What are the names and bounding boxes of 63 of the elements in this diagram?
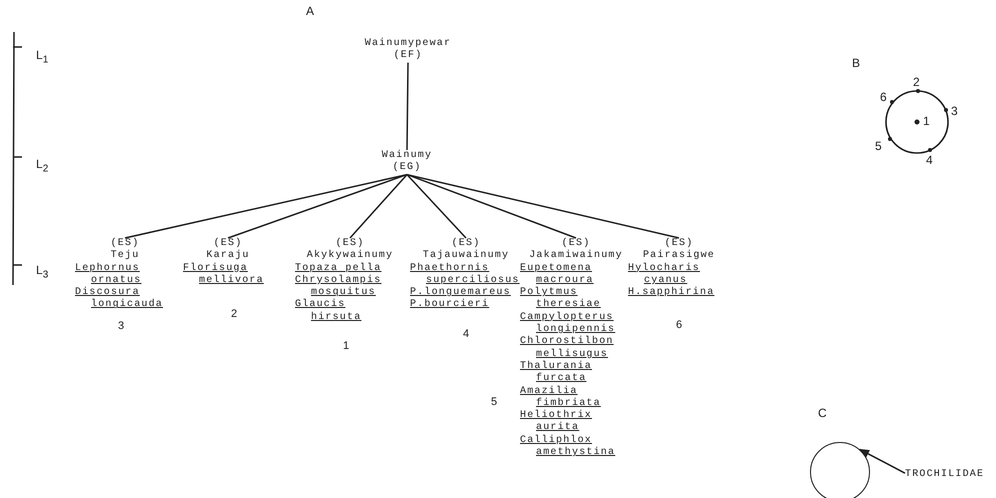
connector-line	[228, 174, 408, 239]
species-name: Polytmus theresiae	[520, 287, 601, 312]
species-name: Chrysolampis mosquitus	[295, 274, 382, 298]
taxon-name: TROCHILIDAE	[905, 469, 986, 482]
arrow	[858, 448, 906, 474]
species-name: Eupetomena macroura	[520, 262, 594, 286]
point-number: 1	[923, 114, 930, 128]
rank-label: (ES)	[334, 238, 366, 250]
taxon-name: Karaju	[205, 250, 251, 262]
panel-letter: A	[306, 4, 314, 18]
taxon-name: Teju	[110, 250, 140, 262]
connector-line	[124, 174, 408, 239]
rank-label: (ES)	[664, 238, 694, 250]
group-number: 3	[118, 320, 124, 332]
taxon-name: Akykywainumy	[306, 250, 394, 262]
taxon-name: Tajauwainumy	[422, 250, 510, 262]
species-name: Glaucis hirsuta	[295, 299, 362, 324]
taxon-name: Pairasigwe	[642, 250, 716, 262]
point-number: 3	[951, 104, 958, 118]
species-name: Campylopterus longipennis	[520, 312, 616, 336]
circle-shape	[810, 442, 870, 498]
taxon-name: Wainumy	[380, 150, 434, 162]
connector-line	[406, 174, 467, 238]
level-label: L$_{3}$	[36, 263, 48, 280]
rank-label: (ES)	[450, 238, 482, 250]
point-number: 5	[875, 139, 882, 153]
species-name: Lephornus ornatus	[75, 262, 142, 286]
level-label: L$_{2}$	[36, 157, 48, 174]
species-name: Heliothrix aurita	[520, 410, 592, 434]
point-number: 4	[926, 153, 933, 167]
rank-label: (ES)	[212, 238, 244, 250]
species-name: P.bourcieri	[410, 299, 490, 312]
group-number: 2	[231, 308, 238, 320]
taxon-name: Wainumypewar	[364, 38, 452, 50]
connector-line	[406, 174, 680, 239]
rank-label: (ES)	[110, 238, 140, 250]
rank-label: (EG)	[392, 162, 422, 175]
group-number: 1	[343, 340, 350, 352]
species-name: Topaza pella	[295, 262, 382, 274]
group-number: 6	[676, 319, 682, 331]
level-label: L$_{1}$	[36, 48, 48, 66]
species-name: Calliphlox amethystina	[520, 434, 616, 460]
species-name: P.longuemareus	[410, 287, 512, 298]
species-name: Hylocharis cyanus	[628, 262, 700, 286]
rank-label: (ES)	[560, 238, 592, 250]
point-number: 2	[913, 75, 920, 89]
species-name: Chlorostilbon mellisugus	[520, 336, 614, 360]
species-name: Florisuga mellivora	[183, 262, 264, 288]
connector-line	[349, 174, 408, 238]
point-number: 6	[880, 90, 887, 104]
species-name: H.sapphirina	[628, 287, 716, 300]
species-name: Discosura longicauda	[75, 287, 164, 312]
species-name: Phaethornis superciliosus	[410, 262, 520, 286]
species-name: Amazilia fimbriata	[520, 386, 601, 410]
connector-line	[406, 62, 409, 150]
taxon-name: Jakamiwainumy	[528, 250, 624, 263]
connector-line	[406, 174, 576, 239]
panel-letter: B	[852, 56, 860, 70]
species-name: Thalurania furcata	[520, 360, 592, 386]
panel-letter: C	[818, 406, 827, 420]
group-number: 5	[491, 396, 498, 408]
group-number: 4	[463, 328, 470, 340]
rank-label: (EF)	[392, 50, 424, 63]
